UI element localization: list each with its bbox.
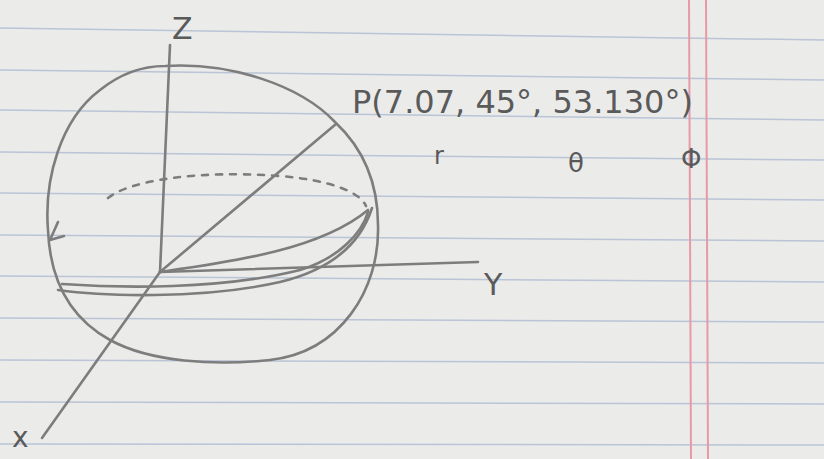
coordinate-symbol: r [434, 144, 444, 168]
azimuth-arc-2 [62, 212, 368, 287]
azimuth-arc [58, 208, 372, 295]
coordinate-symbol: Φ [681, 146, 701, 172]
projection-line [160, 210, 368, 272]
hidden-circle [108, 174, 366, 206]
z-axis [160, 45, 170, 272]
axis-label: Y [484, 270, 502, 300]
point-label: P(7.07, 45°, 53.130°) [352, 86, 693, 118]
axis-label: x [12, 424, 29, 452]
arrow-tick [50, 222, 64, 240]
radius-line [160, 124, 336, 272]
coordinate-symbol: θ [568, 150, 584, 176]
x-axis [42, 272, 160, 438]
margin-lines [689, 0, 708, 459]
axis-label: Z [172, 14, 193, 44]
sphere-outline [47, 66, 378, 363]
ruled-lines [0, 28, 824, 445]
